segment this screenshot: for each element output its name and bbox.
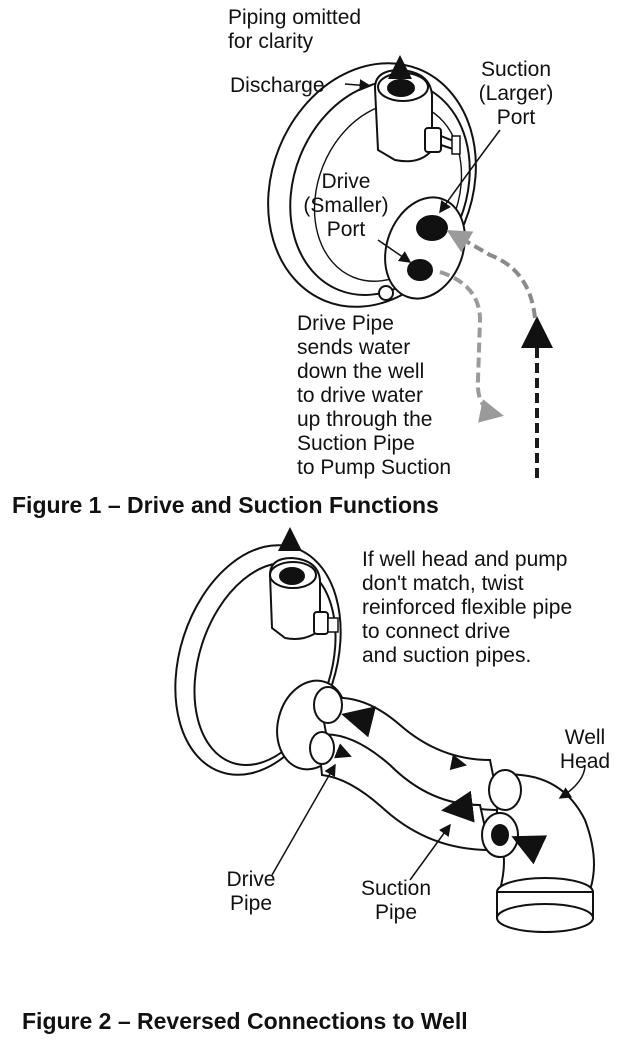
drive-port-line: Port (326, 218, 366, 241)
twist-pipe-note-line: don't match, twist (362, 572, 524, 595)
twist-pipe-note-line: and suction pipes. (362, 644, 532, 667)
drive-port-label: Drive (Smaller) Port (292, 170, 400, 242)
drive-pipe-note-line: down the well (297, 360, 425, 383)
drive-pipe-note-line: Drive Pipe (297, 312, 394, 335)
drive-port-line: (Smaller) (303, 194, 389, 217)
twist-pipe-note-line: to connect drive (362, 620, 511, 643)
well-head (481, 769, 595, 933)
drive-port-line: Drive (321, 170, 371, 193)
drive-pipe-note-line: Suction Pipe (297, 432, 415, 455)
figure-2-caption: Figure 2 – Reversed Connections to Well (22, 1008, 468, 1034)
drive-pipe-note-line: to Pump Suction (297, 456, 452, 479)
well-head-line: Well (564, 726, 606, 749)
well-head-label: Well Head (550, 726, 620, 774)
drive-pipe-note-line: sends water (297, 336, 411, 359)
suction-port-line: Port (496, 106, 536, 129)
discharge-label: Discharge (230, 74, 325, 97)
well-head-line: Head (559, 750, 611, 773)
pump-body (267, 62, 477, 308)
piping-omitted-line: for clarity (228, 30, 314, 53)
suction-port-label: Suction (Larger) Port (468, 58, 564, 130)
figure-1: Piping omitted for clarity Discharge Suc… (0, 0, 622, 490)
suction-port-line: (Larger) (478, 82, 554, 105)
figure-1-drawing (267, 55, 553, 478)
figure-2: If well head and pump don't match, twist… (0, 520, 622, 1000)
drive-pipe-line: Drive (226, 868, 276, 891)
piping-omitted-line: Piping omitted (228, 6, 362, 29)
drive-pipe-label: Drive Pipe (215, 868, 287, 916)
twist-pipe-note-line: reinforced flexible pipe (362, 596, 573, 619)
twist-pipe-note: If well head and pump don't match, twist… (362, 548, 572, 668)
flexible-pipes (309, 686, 502, 852)
drive-pipe-note: Drive Pipe sends water down the well to … (297, 312, 451, 480)
piping-omitted-label: Piping omitted for clarity (228, 6, 361, 54)
drive-pipe-note-line: up through the (297, 408, 433, 431)
figure-1-caption: Figure 1 – Drive and Suction Functions (12, 492, 439, 518)
twist-pipe-note-line: If well head and pump (362, 548, 568, 571)
suction-pipe-label: Suction Pipe (350, 877, 442, 925)
suction-pipe-line: Pipe (374, 901, 418, 924)
drive-pipe-note-line: to drive water (297, 384, 424, 407)
drive-pipe-line: Pipe (229, 892, 273, 915)
pump-body (174, 527, 348, 776)
drive-flow-arrows (439, 270, 504, 423)
suction-port-line: Suction (480, 58, 552, 81)
figure-2-drawing (174, 527, 595, 933)
suction-pipe-line: Suction (360, 877, 432, 900)
